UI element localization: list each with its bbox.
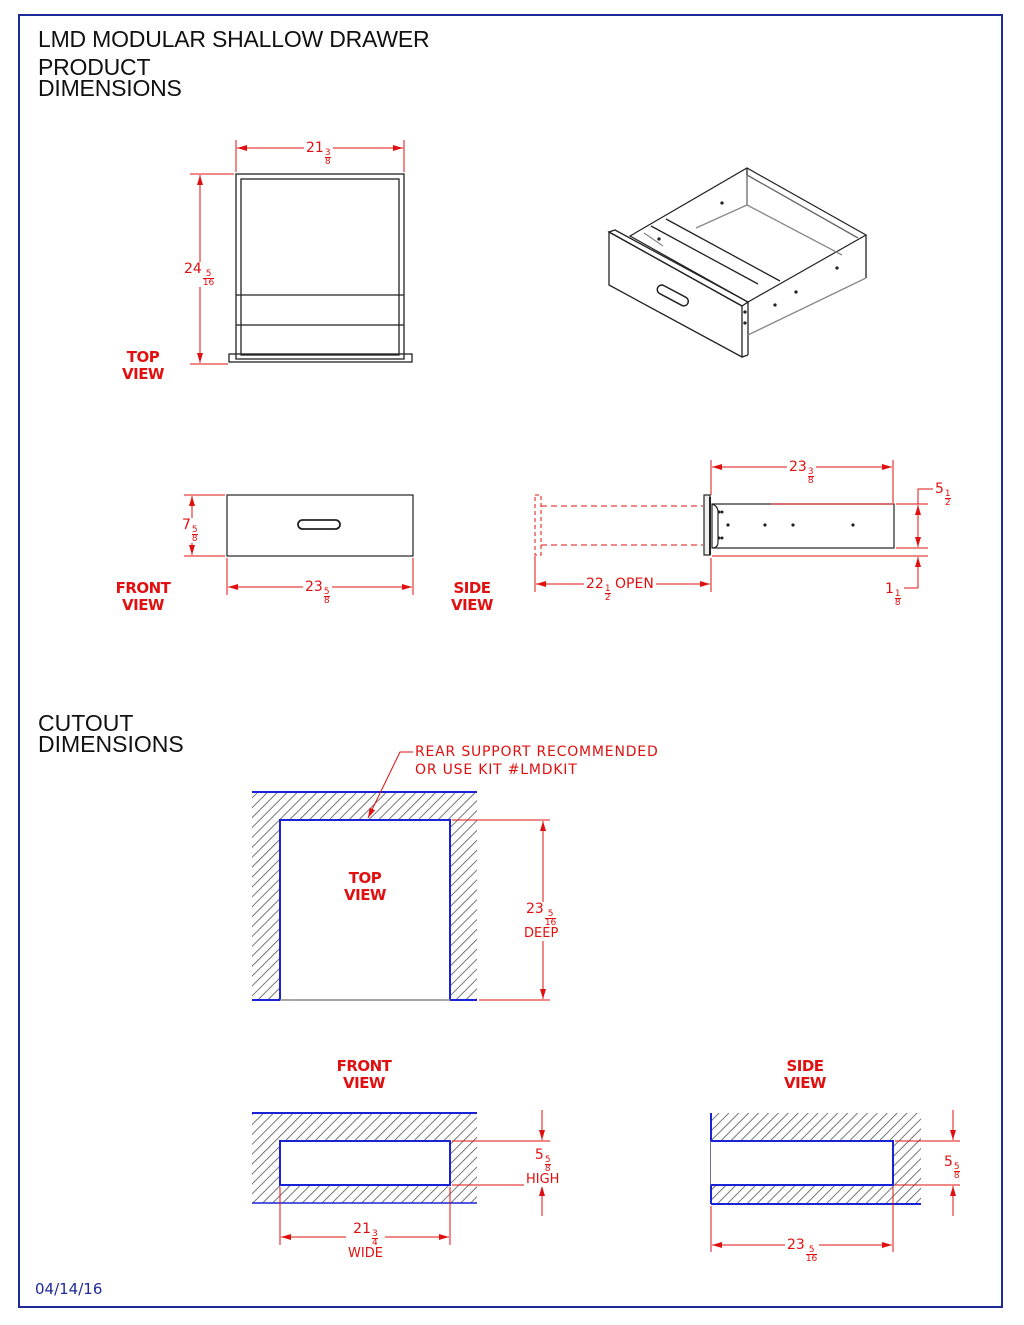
product-front-view — [226, 494, 414, 557]
front-view-label: FRONT VIEW — [115, 579, 171, 614]
cutout-side-view-label: SIDE VIEW — [784, 1057, 826, 1092]
product-top-dims — [190, 140, 405, 365]
cutout-side-dims — [710, 1110, 960, 1252]
drawing-border — [18, 14, 1003, 1308]
product-front-dims — [184, 494, 414, 595]
rear-support-note: REAR SUPPORT RECOMMENDED OR USE KIT #LMD… — [415, 744, 659, 778]
top-view-label: TOP VIEW — [122, 348, 164, 383]
product-top-view — [228, 173, 413, 363]
section-product-title-line2: DIMENSIONS — [38, 75, 182, 101]
cutout-side-view — [710, 1113, 921, 1205]
product-side-dims — [534, 460, 934, 592]
cutout-top-view — [252, 791, 477, 1001]
section-product-title-line1: PRODUCT — [38, 54, 151, 80]
drawer-isometric — [607, 167, 868, 359]
side-view-label: SIDE VIEW — [451, 579, 493, 614]
drawing-title: LMD MODULAR SHALLOW DRAWER — [38, 26, 430, 52]
revision-date: 04/14/16 — [35, 1280, 103, 1298]
cutout-front-view — [252, 1112, 477, 1204]
section-cutout-title-line2: DIMENSIONS — [38, 731, 184, 757]
section-cutout-title-line1: CUTOUT — [38, 710, 134, 736]
cutout-top-view-label: TOP VIEW — [344, 869, 386, 904]
cutout-front-view-label: FRONT VIEW — [336, 1057, 392, 1092]
